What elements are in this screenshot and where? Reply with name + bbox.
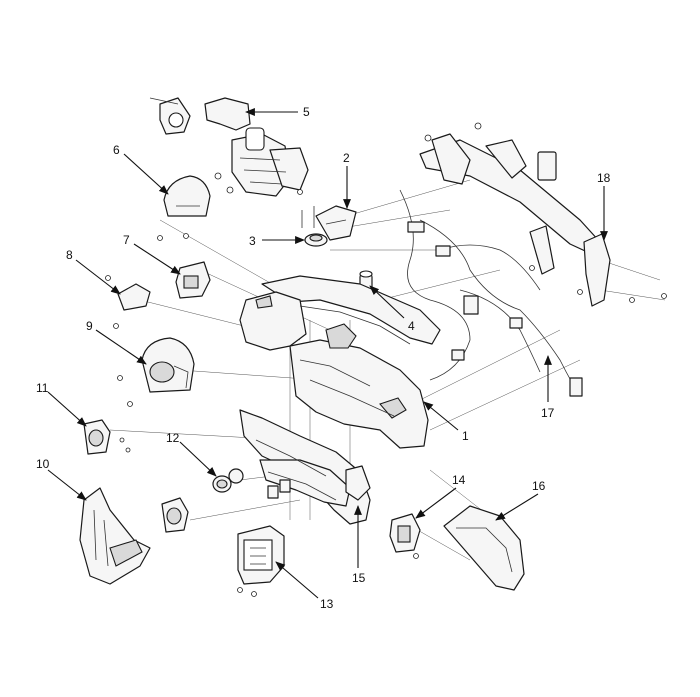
callout-2: 2 [343, 151, 350, 165]
part-15-bracket [267, 465, 371, 501]
callout-10: 10 [36, 457, 50, 471]
leader-7 [133, 243, 181, 275]
part-2-upper-panel [315, 205, 357, 241]
callout-labels: 1 2 3 4 5 6 7 8 9 10 11 12 13 14 15 16 1… [36, 105, 611, 611]
part-14-switch-panel [389, 513, 421, 559]
callout-3: 3 [249, 234, 256, 248]
callout-18: 18 [597, 171, 611, 185]
callout-9: 9 [86, 319, 93, 333]
steering-column-assembly [149, 97, 309, 197]
part-12-vent [212, 468, 244, 493]
leader-8 [75, 259, 121, 295]
callout-17: 17 [541, 406, 555, 420]
callout-5: 5 [303, 105, 310, 119]
callout-11: 11 [36, 381, 49, 395]
part-11-side-vent [83, 419, 131, 455]
callout-12: 12 [166, 431, 180, 445]
leader-10 [47, 469, 87, 501]
leader-12 [179, 441, 217, 477]
leader-13 [275, 561, 319, 599]
callout-14: 14 [452, 473, 466, 487]
callout-6: 6 [113, 143, 120, 157]
callout-7: 7 [123, 233, 130, 247]
leader-1 [423, 401, 459, 431]
leader-lines [47, 108, 608, 599]
part-17-wiring-harness [399, 189, 583, 397]
leader-16 [495, 493, 539, 521]
leader-6 [123, 153, 169, 195]
callout-1: 1 [462, 429, 469, 443]
leader-11 [47, 391, 87, 427]
callout-4: 4 [408, 319, 415, 333]
leader-4 [369, 285, 405, 319]
part-1-crash-pad [239, 275, 441, 525]
callout-13: 13 [320, 597, 334, 611]
part-13-display-unit [237, 525, 285, 597]
callout-15: 15 [352, 571, 366, 585]
part-10-side-cover [79, 487, 151, 585]
leader-14 [415, 487, 457, 519]
callout-8: 8 [66, 248, 73, 262]
callout-16: 16 [532, 479, 546, 493]
lower-left-vent [161, 497, 189, 533]
part-16-lower-cover [443, 505, 525, 591]
part-18-cowl-cross-bar [419, 122, 667, 307]
part-7-switch [175, 261, 211, 299]
part-9-vent-housing [117, 337, 195, 407]
part-3-vent [301, 206, 328, 247]
part-8-bracket [105, 275, 151, 329]
part-6-cover [157, 175, 211, 241]
leader-9 [95, 329, 147, 365]
